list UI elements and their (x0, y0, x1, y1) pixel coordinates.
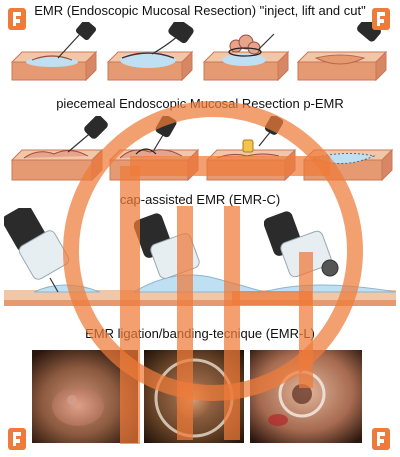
row-title-emr-l: EMR ligation/banding-tecnique (EMR-L) (85, 326, 315, 341)
corner-logo-icon (8, 8, 26, 30)
emr-step-snare (200, 22, 292, 86)
emr-c-step-1 (4, 208, 134, 308)
corner-logo-icon (8, 428, 26, 450)
emr-l-photo-2 (144, 350, 244, 443)
corner-logo-icon (372, 428, 390, 450)
row-title-emr: EMR (Endoscopic Mucosal Resection) "inje… (34, 3, 366, 18)
emr-l-photo-3 (250, 350, 362, 443)
p-emr-step-2 (106, 116, 204, 188)
corner-logo-icon (372, 8, 390, 30)
row-title-p-emr: piecemeal Endoscopic Mucosal Resection p… (56, 96, 344, 111)
emr-step-inject (8, 22, 100, 86)
emr-step-lift (104, 22, 196, 86)
emr-l-photo-1 (32, 350, 138, 443)
p-emr-step-3 (203, 116, 301, 188)
p-emr-step-1 (8, 116, 108, 188)
emr-c-step-3 (264, 208, 396, 308)
p-emr-step-4 (300, 116, 396, 188)
emr-c-step-2 (134, 208, 264, 308)
emr-step-cut (294, 22, 394, 86)
row-title-emr-c: cap-assisted EMR (EMR-C) (119, 192, 281, 207)
